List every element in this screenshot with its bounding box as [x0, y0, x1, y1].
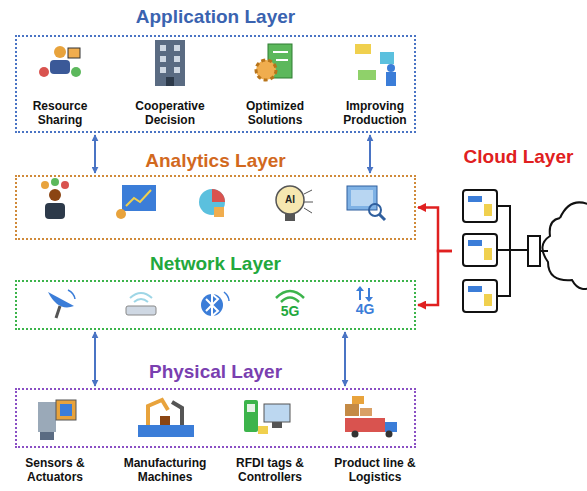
4g-arrows-icon [356, 286, 373, 302]
layer-heading: Physical Layer [17, 361, 414, 383]
rfid-controller-icon [244, 400, 290, 434]
layer-heading: Network Layer [17, 253, 414, 275]
layer-arrow [94, 332, 96, 386]
layer-arrow [369, 135, 371, 173]
item-label: Manufacturing Machines [119, 456, 211, 484]
resource-sharing-icon [39, 46, 81, 77]
layer-band: Analytics Layer [15, 175, 416, 240]
wifi-5g-icon [276, 291, 304, 302]
layer-heading: Cloud Layer [452, 146, 585, 168]
icon-text: 4G [351, 301, 379, 317]
item-label: Sensors & Actuators [9, 456, 101, 484]
cloud-link-arrow [418, 208, 452, 252]
layer-heading: Application Layer [17, 6, 414, 28]
server-rack [463, 190, 587, 312]
ai-bulb-icon [276, 186, 313, 221]
sensor-icon [38, 400, 76, 440]
item-label: Resource Sharing [20, 99, 100, 127]
layer-arrow [94, 135, 96, 173]
item-label: Optimized Solutions [235, 99, 315, 127]
chart-icon [116, 185, 156, 219]
production-icon [355, 44, 396, 86]
item-label: Cooperative Decision [130, 99, 210, 127]
data-search-icon [347, 186, 385, 220]
optimized-solutions-icon [256, 44, 292, 80]
satellite-dish-icon [48, 290, 75, 318]
building-icon [155, 40, 185, 86]
item-label: RFDI tags & Controllers [224, 456, 316, 484]
bluetooth-icon [201, 292, 229, 316]
icon-text: 5G [276, 303, 304, 319]
cloud-link-arrow [418, 251, 452, 305]
layer-arrow [344, 332, 346, 386]
router-icon [126, 293, 156, 315]
cloud-layer: Cloud Layer [452, 140, 585, 330]
item-label: Product line & Logistics [329, 456, 421, 484]
pie-icon [199, 189, 225, 217]
machine-icon [138, 400, 194, 437]
item-label: Improving Production [335, 99, 415, 127]
layer-band: Physical Layer [15, 388, 416, 448]
logistics-icon [345, 396, 397, 438]
layer-heading: Analytics Layer [17, 150, 414, 172]
analyst-icon [41, 178, 69, 219]
icon-text: AI [278, 194, 302, 206]
